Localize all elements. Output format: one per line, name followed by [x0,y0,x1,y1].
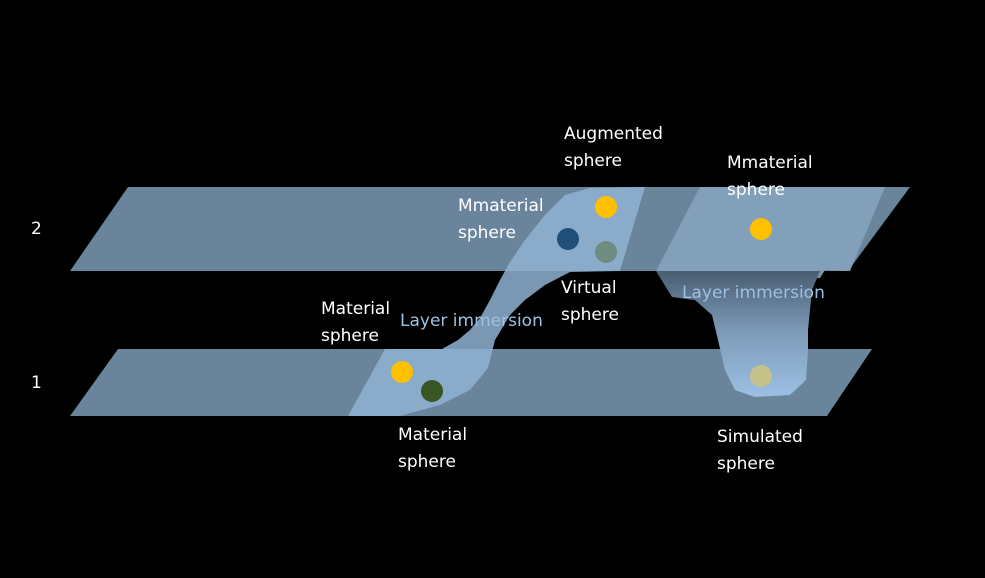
material-bottom-label: Material sphere [398,425,468,472]
material-top-label: Material sphere [321,299,391,346]
mmaterial-right-dot [750,218,772,240]
material-top-dot [391,361,413,383]
augmented-sphere-dot [595,196,617,218]
mmaterial-right-label: Mmaterial sphere [727,153,813,200]
mmaterial-sphere-dot [557,228,579,250]
augmented-sphere-label: Augmented sphere [564,124,663,171]
virtual-sphere-label: Virtual sphere [561,278,619,325]
layer-immersion-left-label: Layer immersion [400,311,543,331]
layer-immersion-right-label: Layer immersion [682,283,825,303]
virtual-sphere-dot [595,241,617,263]
material-bottom-dot [421,380,443,402]
mmaterial-sphere-label: Mmaterial sphere [458,196,544,243]
layer-2-label: 2 [31,219,42,239]
layer-1-label: 1 [31,373,42,393]
right-immersion-hang [656,271,820,397]
simulated-sphere-label: Simulated sphere [717,427,803,474]
simulated-sphere-dot [750,365,772,387]
